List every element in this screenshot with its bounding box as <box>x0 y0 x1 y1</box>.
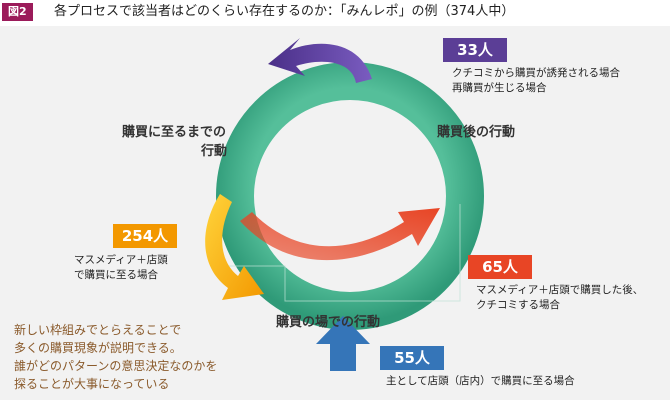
path-33-desc-line2: 再購買が生じる場合 <box>452 82 547 94</box>
path-65-desc-line2: クチコミする場合 <box>476 299 560 311</box>
stage-after-purchase: 購買後の行動 <box>437 125 516 140</box>
diagram-panel: 購買に至るまでの 行動 購買後の行動 購買の場での行動 33人 クチコミから購買… <box>0 26 670 400</box>
count-badge-33: 33人 <box>443 38 507 62</box>
blue-arrow <box>316 316 370 371</box>
summary-note-line1: 新しい枠組みでとらえることで <box>14 323 182 337</box>
red-arrow <box>240 208 440 261</box>
purple-arrow <box>268 38 372 83</box>
count-badge-65: 65人 <box>468 255 532 279</box>
figure-title: 各プロセスで該当者はどのくらい存在するのか：「みんレポ」の例（374人中） <box>54 4 515 19</box>
path-33-desc: クチコミから購買が誘発される場合 再購買が生じる場合 <box>452 66 620 96</box>
path-65-desc: マスメディア＋店頭で購買した後、 クチコミする場合 <box>476 283 643 313</box>
stage-before-purchase: 購買に至るまでの 行動 <box>115 123 233 161</box>
path-65-desc-line1: マスメディア＋店頭で購買した後、 <box>476 284 644 296</box>
process-ring <box>216 62 484 330</box>
path-33-desc-line1: クチコミから購買が誘発される場合 <box>452 67 620 79</box>
path-254-desc-line2: で購買に至る場合 <box>74 269 158 281</box>
orange-arrow <box>205 194 264 300</box>
stage-before-purchase-line2: 行動 <box>200 144 227 159</box>
summary-note: 新しい枠組みでとらえることで 多くの購買現象が説明できる。 誰がどのパターンの意… <box>14 321 217 393</box>
cycle-diagram <box>205 38 484 371</box>
figure-header: 図2 各プロセスで該当者はどのくらい存在するのか：「みんレポ」の例（374人中） <box>0 0 670 24</box>
path-254-desc-line1: マスメディア＋店頭 <box>74 254 168 266</box>
path-254-desc: マスメディア＋店頭 で購買に至る場合 <box>74 253 168 283</box>
summary-note-line2: 多くの購買現象が説明できる。 <box>14 341 182 355</box>
stage-at-purchase: 購買の場での行動 <box>276 315 381 330</box>
summary-note-line4: 探ることが大事になっている <box>14 377 170 391</box>
path-55-desc: 主として店頭（店内）で購買に至る場合 <box>386 375 575 387</box>
count-badge-254: 254人 <box>113 224 177 248</box>
stage-before-purchase-line1: 購買に至るまでの <box>121 125 226 140</box>
figure-tag: 図2 <box>2 3 33 21</box>
count-badge-55: 55人 <box>380 346 444 370</box>
summary-note-line3: 誰がどのパターンの意思決定なのかを <box>14 359 218 373</box>
